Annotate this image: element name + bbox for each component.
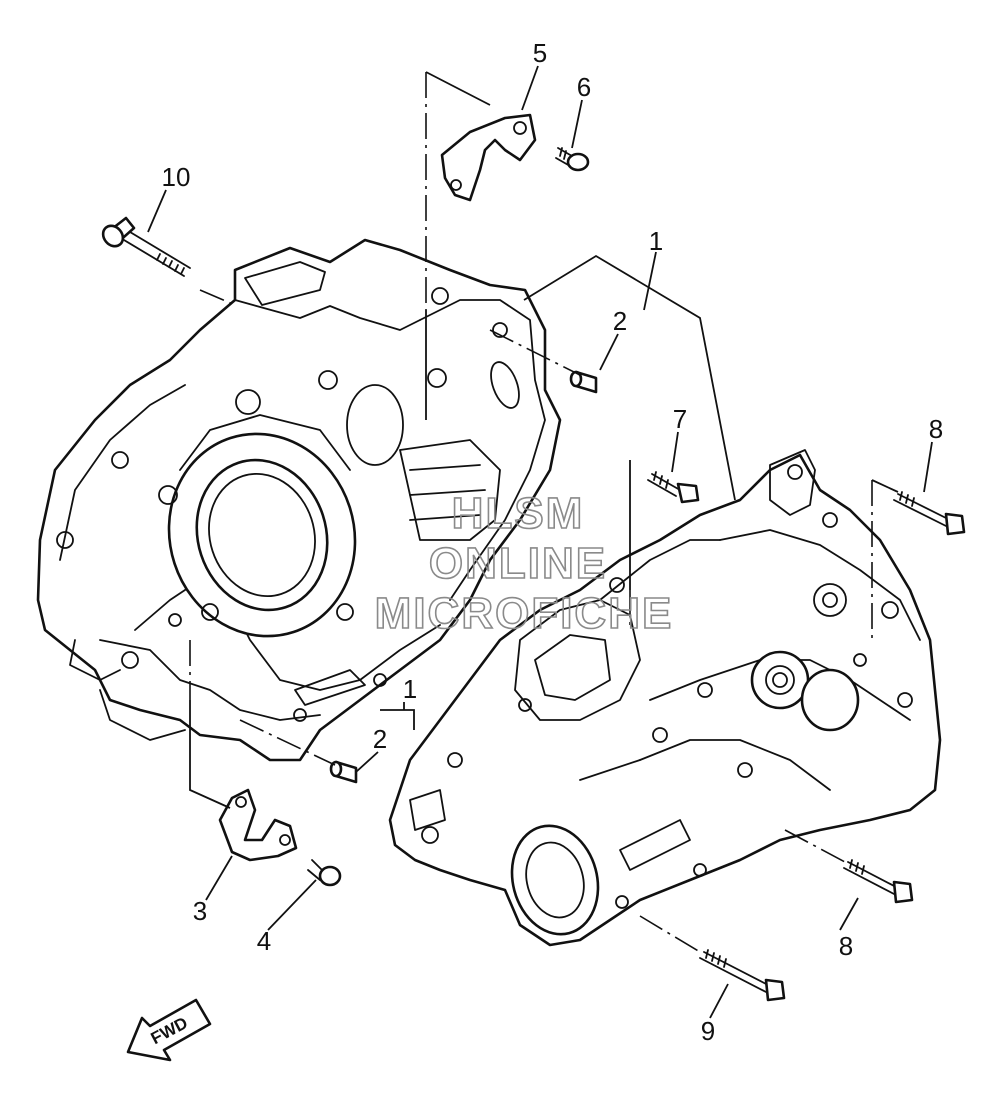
callout-2-top: 2 [613, 306, 627, 336]
callout-9: 9 [701, 1016, 715, 1046]
callout-5: 5 [533, 38, 547, 68]
callouts: 5 6 10 1 2 7 8 1 2 3 4 8 9 [162, 38, 944, 1046]
callout-8-top: 8 [929, 414, 943, 444]
dowel-pin-2-top [569, 370, 598, 394]
right-crankcase [388, 449, 942, 947]
screw-4 [307, 859, 342, 887]
callout-2-bottom: 2 [373, 724, 387, 754]
bolt-7 [647, 471, 700, 504]
watermark-line-1: HLSM [452, 489, 585, 538]
watermark-line-3: MICROFICHE [375, 589, 674, 638]
callout-4: 4 [257, 926, 271, 956]
callout-8-bottom: 8 [839, 931, 853, 961]
callout-1-top: 1 [649, 226, 663, 256]
bolt-9 [699, 949, 786, 1002]
watermark: HLSM ONLINE MICROFICHE [374, 488, 674, 639]
bracket-5 [440, 113, 537, 202]
leader-lines [147, 65, 933, 1019]
bolt-10 [101, 216, 191, 277]
screw-6 [555, 147, 590, 172]
left-crankcase [36, 238, 562, 762]
callout-1-bottom: 1 [403, 674, 417, 704]
watermark-line-2: ONLINE [429, 539, 607, 588]
callout-10: 10 [162, 162, 191, 192]
bracket-3 [218, 788, 298, 862]
callout-7: 7 [673, 404, 687, 434]
bolt-8-bottom [843, 859, 914, 904]
dowel-pin-2-bottom [329, 760, 358, 784]
callout-6: 6 [577, 72, 591, 102]
callout-3: 3 [193, 896, 207, 926]
fwd-arrow: FWD [126, 998, 212, 1062]
bolt-8-top [893, 491, 966, 536]
